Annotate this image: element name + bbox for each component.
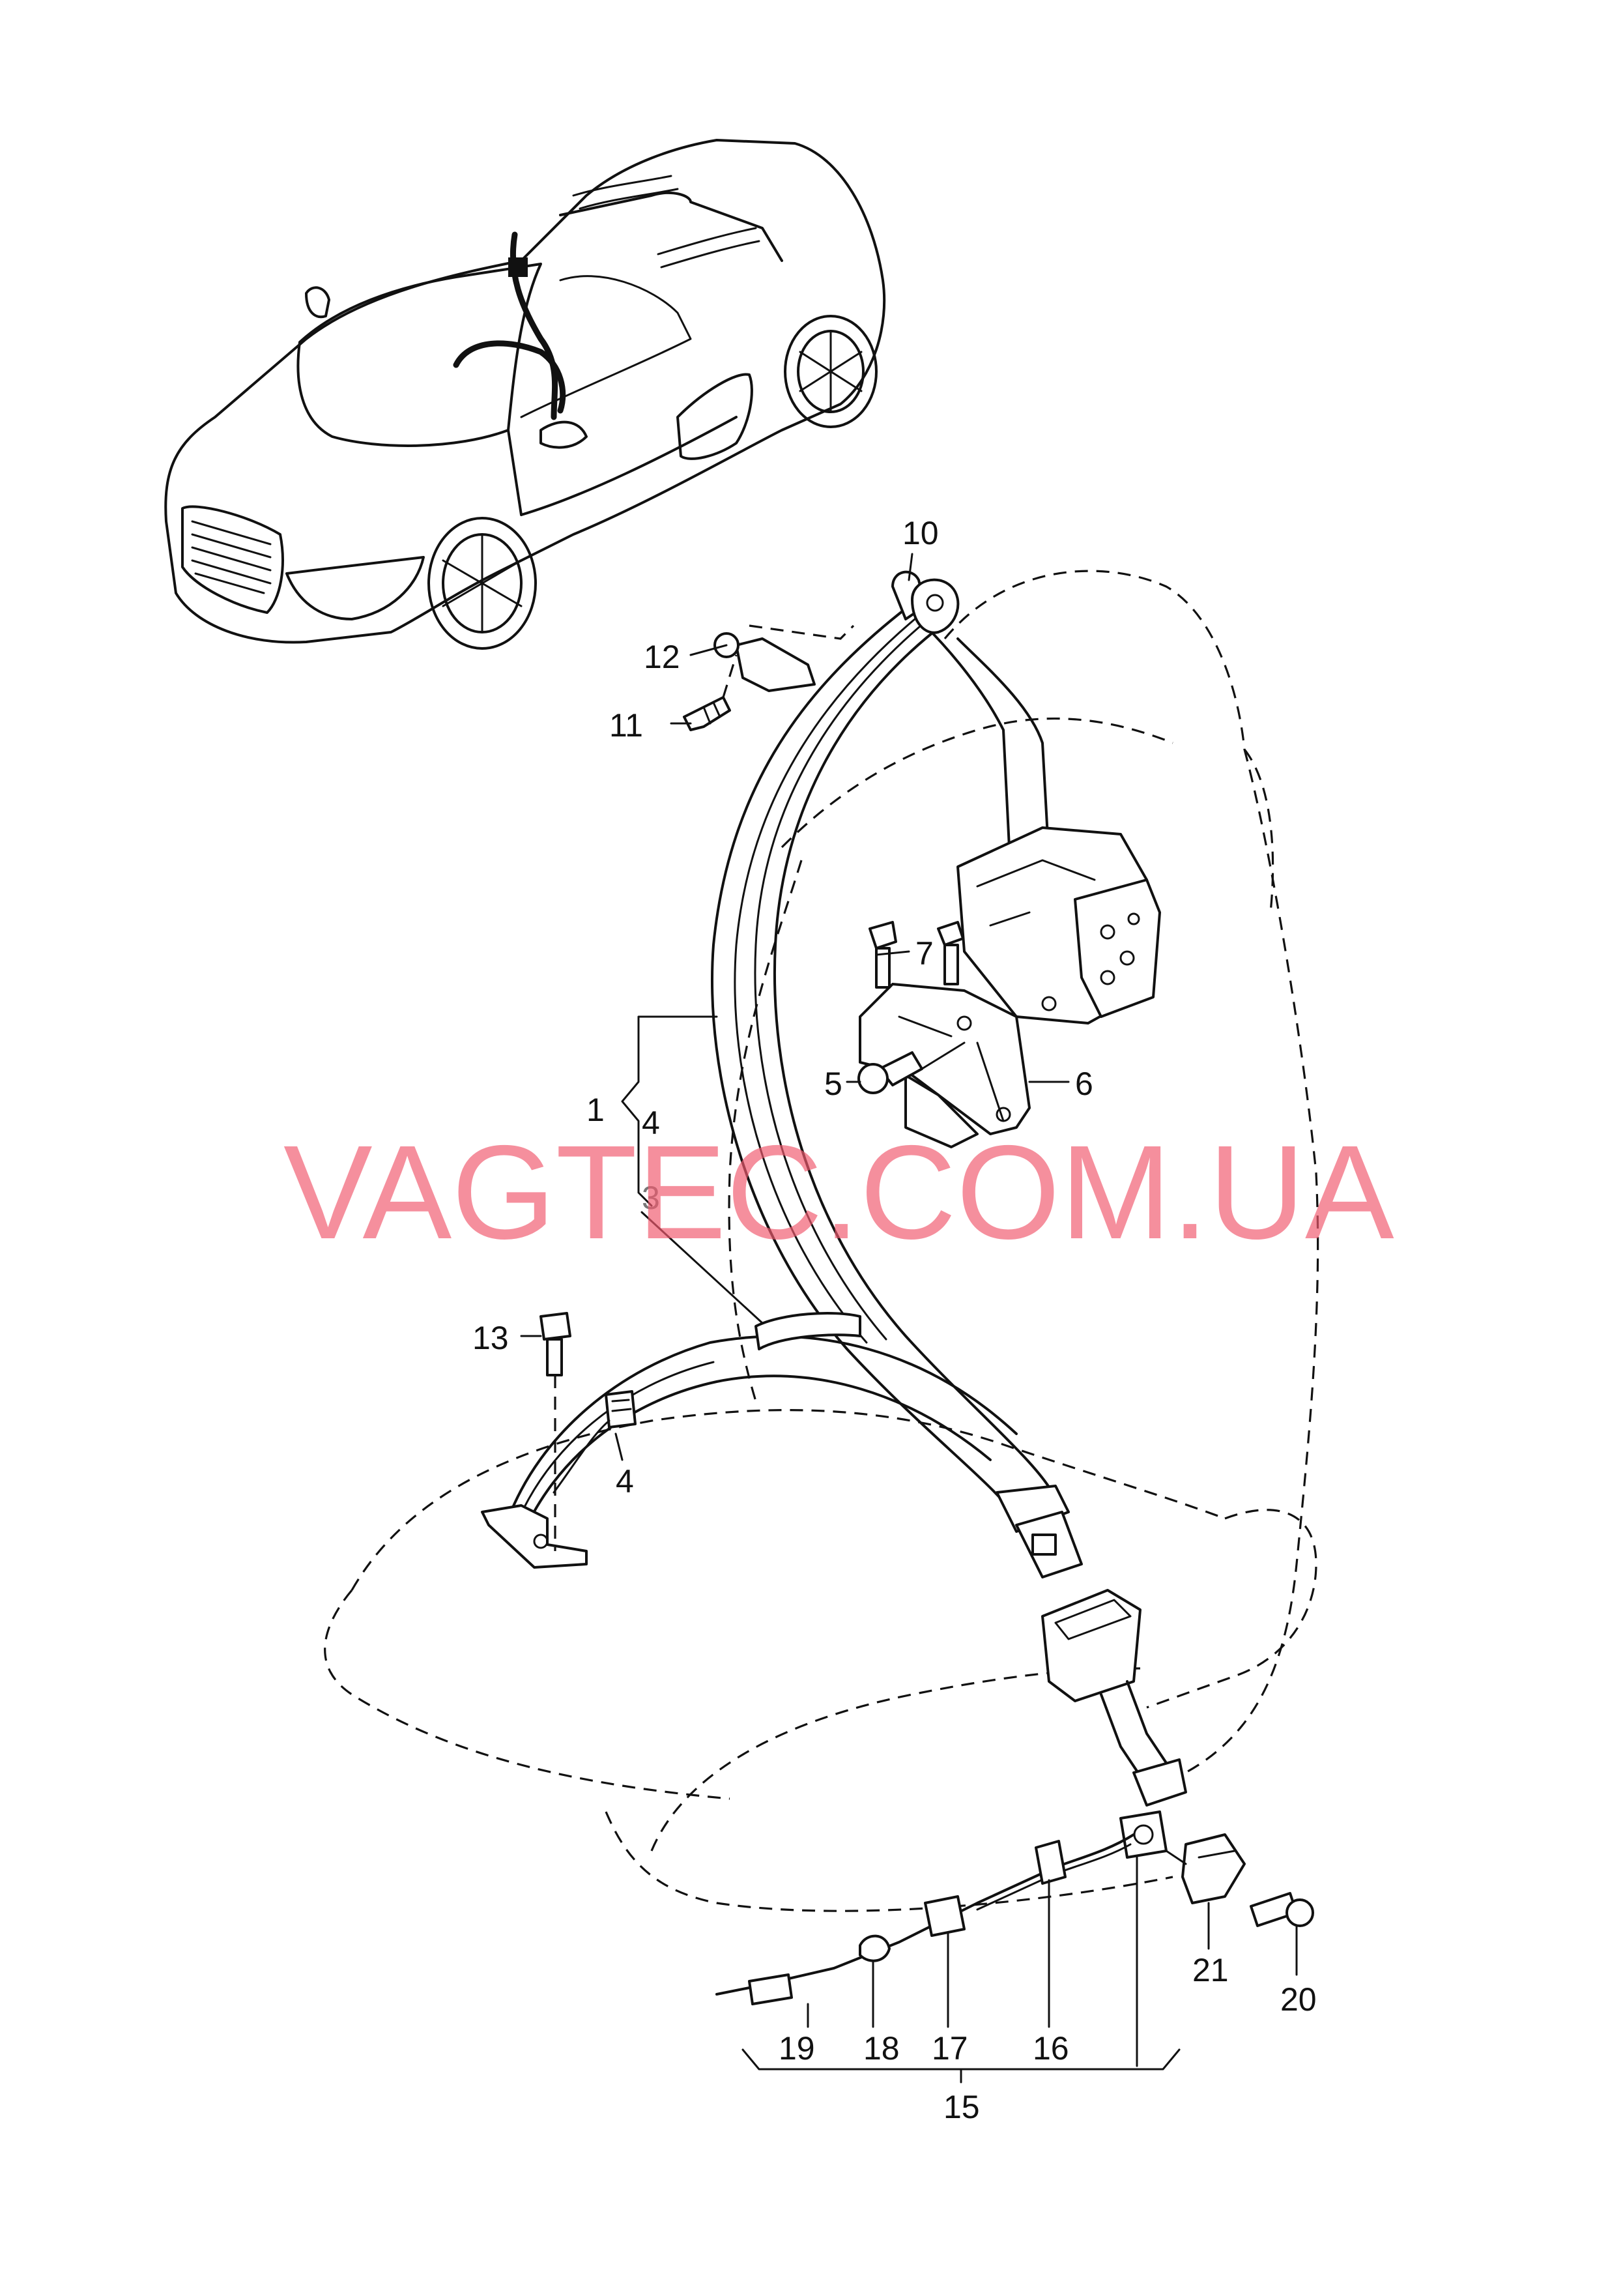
callout-4-connector: 4 [616,1463,634,1500]
latch-plate [996,1485,1083,1578]
callout-6: 6 [1075,1066,1093,1102]
retractor-mount-bracket [859,983,1031,1148]
callout-21: 21 [1192,1952,1229,1988]
callout-13: 13 [472,1320,509,1356]
callout-4-retractor: 4 [642,1105,660,1141]
callout-1: 1 [586,1092,605,1128]
callout-3: 3 [642,1180,660,1216]
car-illustration [164,139,886,650]
belt-retractor [956,826,1161,1024]
seat-belt-webbing [507,605,1057,1539]
callout-5: 5 [824,1066,842,1102]
upper-anchor-plate [891,570,960,634]
callout-7: 7 [915,935,934,972]
callout-leaders [520,553,1298,2084]
callout-18: 18 [863,2030,900,2067]
callout-12: 12 [644,639,680,675]
bolt-11 [683,654,738,731]
callout-15: 15 [943,2089,980,2125]
watermark-text: VAGTEC.COM.UA [283,1118,1394,1267]
guide-bracket [713,624,855,692]
callout-19: 19 [779,2030,815,2067]
callout-20: 20 [1280,1981,1317,2018]
callout-11: 11 [609,707,643,744]
belt-guide-loop [754,1312,861,1350]
seat-belt-buckle [1041,1589,1187,1859]
bolt-13 [539,1312,571,1551]
bolt-5 [857,1041,966,1094]
bolt-7 [869,921,964,989]
callout-16: 16 [1033,2030,1069,2067]
clip-21 [1165,1833,1246,1904]
callout-numbers: 10 12 11 7 5 6 1 4 3 13 4 19 18 17 16 15… [472,515,1317,2125]
callout-17: 17 [932,2030,968,2067]
bolt-20 [1250,1892,1314,1927]
lower-anchor [481,1390,637,1569]
wiring-harness [715,1833,1135,2005]
callout-10: 10 [902,515,939,551]
